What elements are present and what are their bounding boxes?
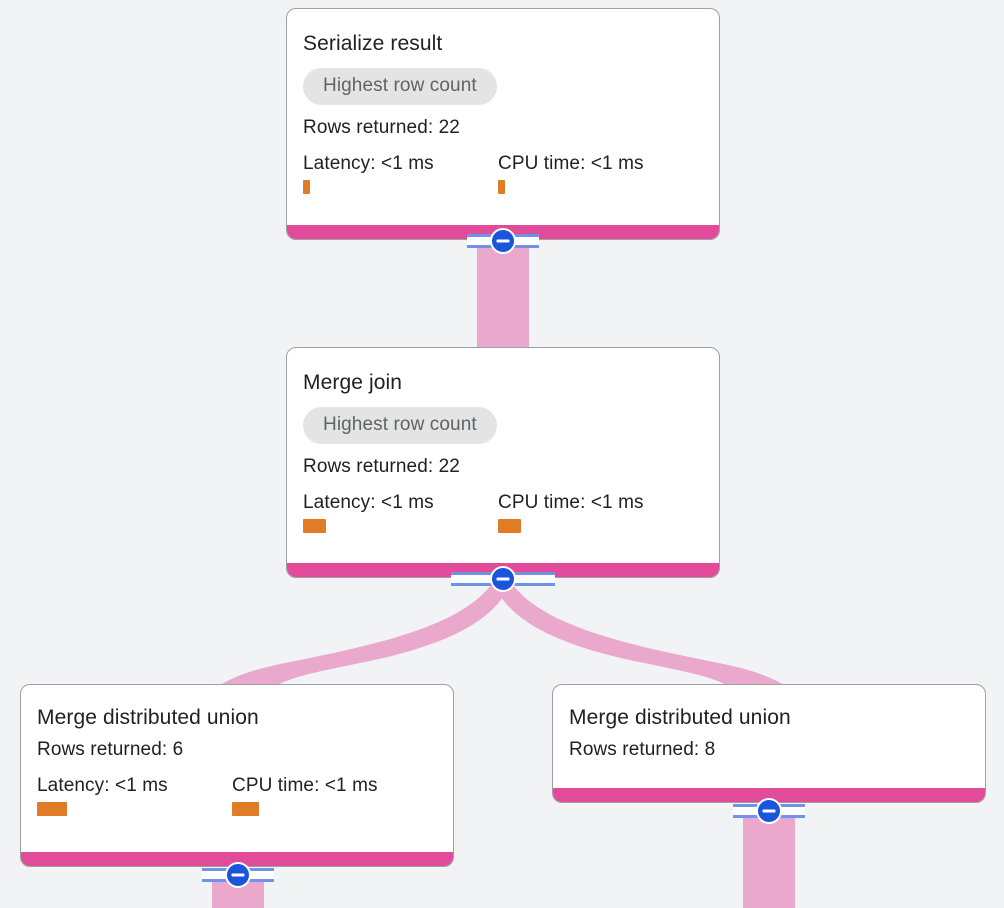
rail-left (202, 868, 227, 882)
node-serialize-result[interactable]: Serialize result Highest row count Rows … (286, 8, 720, 240)
metric-bar-latency (303, 519, 326, 533)
node-title: Merge distributed union (37, 706, 259, 729)
node-title: Merge distributed union (569, 706, 791, 729)
node-body: Merge distributed union Rows returned: 8 (553, 685, 985, 788)
metric-bar-cpu-time (498, 180, 505, 194)
rail-left (733, 804, 758, 818)
metric-latency: Latency: <1 ms (303, 491, 498, 533)
highest-row-count-badge: Highest row count (303, 68, 497, 105)
node-body: Serialize result Highest row count Rows … (287, 9, 719, 225)
node-body: Merge distributed union Rows returned: 6… (21, 685, 453, 852)
minus-icon (762, 809, 776, 813)
metric-label: Latency: <1 ms (303, 153, 434, 174)
metric-label: Latency: <1 ms (37, 775, 168, 796)
minus-icon (231, 873, 245, 877)
node-accent-bar (553, 788, 985, 802)
node-accent-bar (21, 852, 453, 866)
metrics-row: Latency: <1 ms CPU time: <1 ms (37, 774, 437, 816)
rows-returned-label: Rows returned: 6 (37, 739, 184, 760)
metric-label: Latency: <1 ms (303, 492, 434, 513)
metric-cpu-time: CPU time: <1 ms (232, 774, 378, 816)
metric-label: CPU time: <1 ms (498, 492, 644, 513)
node-body: Merge join Highest row count Rows return… (287, 348, 719, 563)
metric-label: CPU time: <1 ms (498, 153, 644, 174)
metric-latency: Latency: <1 ms (37, 774, 232, 816)
toggle-merge-join[interactable] (490, 566, 516, 592)
metric-label: CPU time: <1 ms (232, 775, 378, 796)
rows-returned-label: Rows returned: 22 (303, 456, 460, 477)
toggle-merge-distributed-union-left[interactable] (225, 862, 251, 888)
rows-returned-label: Rows returned: 8 (569, 739, 716, 760)
metrics-row: Latency: <1 ms CPU time: <1 ms (303, 491, 703, 533)
metrics-row: Latency: <1 ms CPU time: <1 ms (303, 152, 703, 194)
toggle-merge-distributed-union-right[interactable] (756, 798, 782, 824)
node-merge-distributed-union-left[interactable]: Merge distributed union Rows returned: 6… (20, 684, 454, 867)
metric-cpu-time: CPU time: <1 ms (498, 152, 644, 194)
edge-serialize-to-merge-join (477, 240, 529, 348)
node-title: Serialize result (303, 32, 443, 55)
toggle-serialize-result[interactable] (490, 228, 516, 254)
node-title: Merge join (303, 371, 403, 394)
node-merge-join[interactable]: Merge join Highest row count Rows return… (286, 347, 720, 578)
metric-bar-latency (37, 802, 67, 816)
rail-right (780, 804, 805, 818)
metric-latency: Latency: <1 ms (303, 152, 498, 194)
metric-cpu-time: CPU time: <1 ms (498, 491, 644, 533)
metric-bar-latency (303, 180, 310, 194)
edge-merge-join-to-left-union (215, 578, 510, 688)
minus-icon (496, 239, 510, 243)
minus-icon (496, 577, 510, 581)
edge-merge-join-to-right-union (494, 578, 789, 688)
node-merge-distributed-union-right[interactable]: Merge distributed union Rows returned: 8 (552, 684, 986, 803)
metric-bar-cpu-time (232, 802, 259, 816)
rail-right (249, 868, 274, 882)
metric-bar-cpu-time (498, 519, 521, 533)
rows-returned-label: Rows returned: 22 (303, 117, 460, 138)
highest-row-count-badge: Highest row count (303, 407, 497, 444)
